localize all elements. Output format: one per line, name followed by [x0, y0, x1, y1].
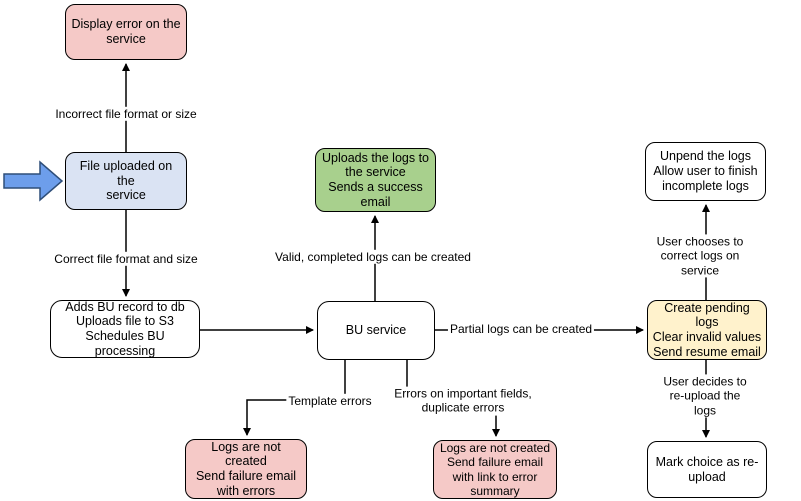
edge-label-template-errors: Template errors	[286, 393, 374, 409]
edge-label-user-reuploads: User decides to re-upload the logs	[657, 374, 753, 418]
node-create-pending-logs: Create pending logs Clear invalid values…	[647, 300, 767, 360]
node-logs-not-created-errors: Logs are not created Send failure email …	[185, 439, 307, 499]
node-uploads-logs-success: Uploads the logs to the service Sends a …	[315, 148, 436, 212]
entry-arrow-icon	[3, 160, 64, 202]
node-logs-not-created-summary: Logs are not created Send failure email …	[433, 440, 557, 499]
node-file-uploaded: File uploaded on the service	[65, 152, 187, 210]
node-mark-choice-reupload: Mark choice as re- upload	[647, 441, 767, 498]
node-adds-bu-record: Adds BU record to db Uploads file to S3 …	[50, 300, 200, 358]
edge-label-valid-logs: Valid, completed logs can be created	[273, 249, 473, 265]
edge-label-partial-logs: Partial logs can be created	[447, 321, 595, 337]
edge-label-correct-format: Correct file format and size	[52, 251, 200, 267]
node-bu-service: BU service	[317, 301, 435, 360]
edge-label-incorrect-format: Incorrect file format or size	[53, 106, 199, 122]
edge-label-important-errors: Errors on important fields, duplicate er…	[392, 386, 534, 416]
node-unpend-logs: Unpend the logs Allow user to finish inc…	[645, 142, 766, 201]
node-display-error: Display error on the service	[65, 4, 187, 60]
edge-label-user-corrects: User chooses to correct logs on service	[649, 234, 751, 278]
